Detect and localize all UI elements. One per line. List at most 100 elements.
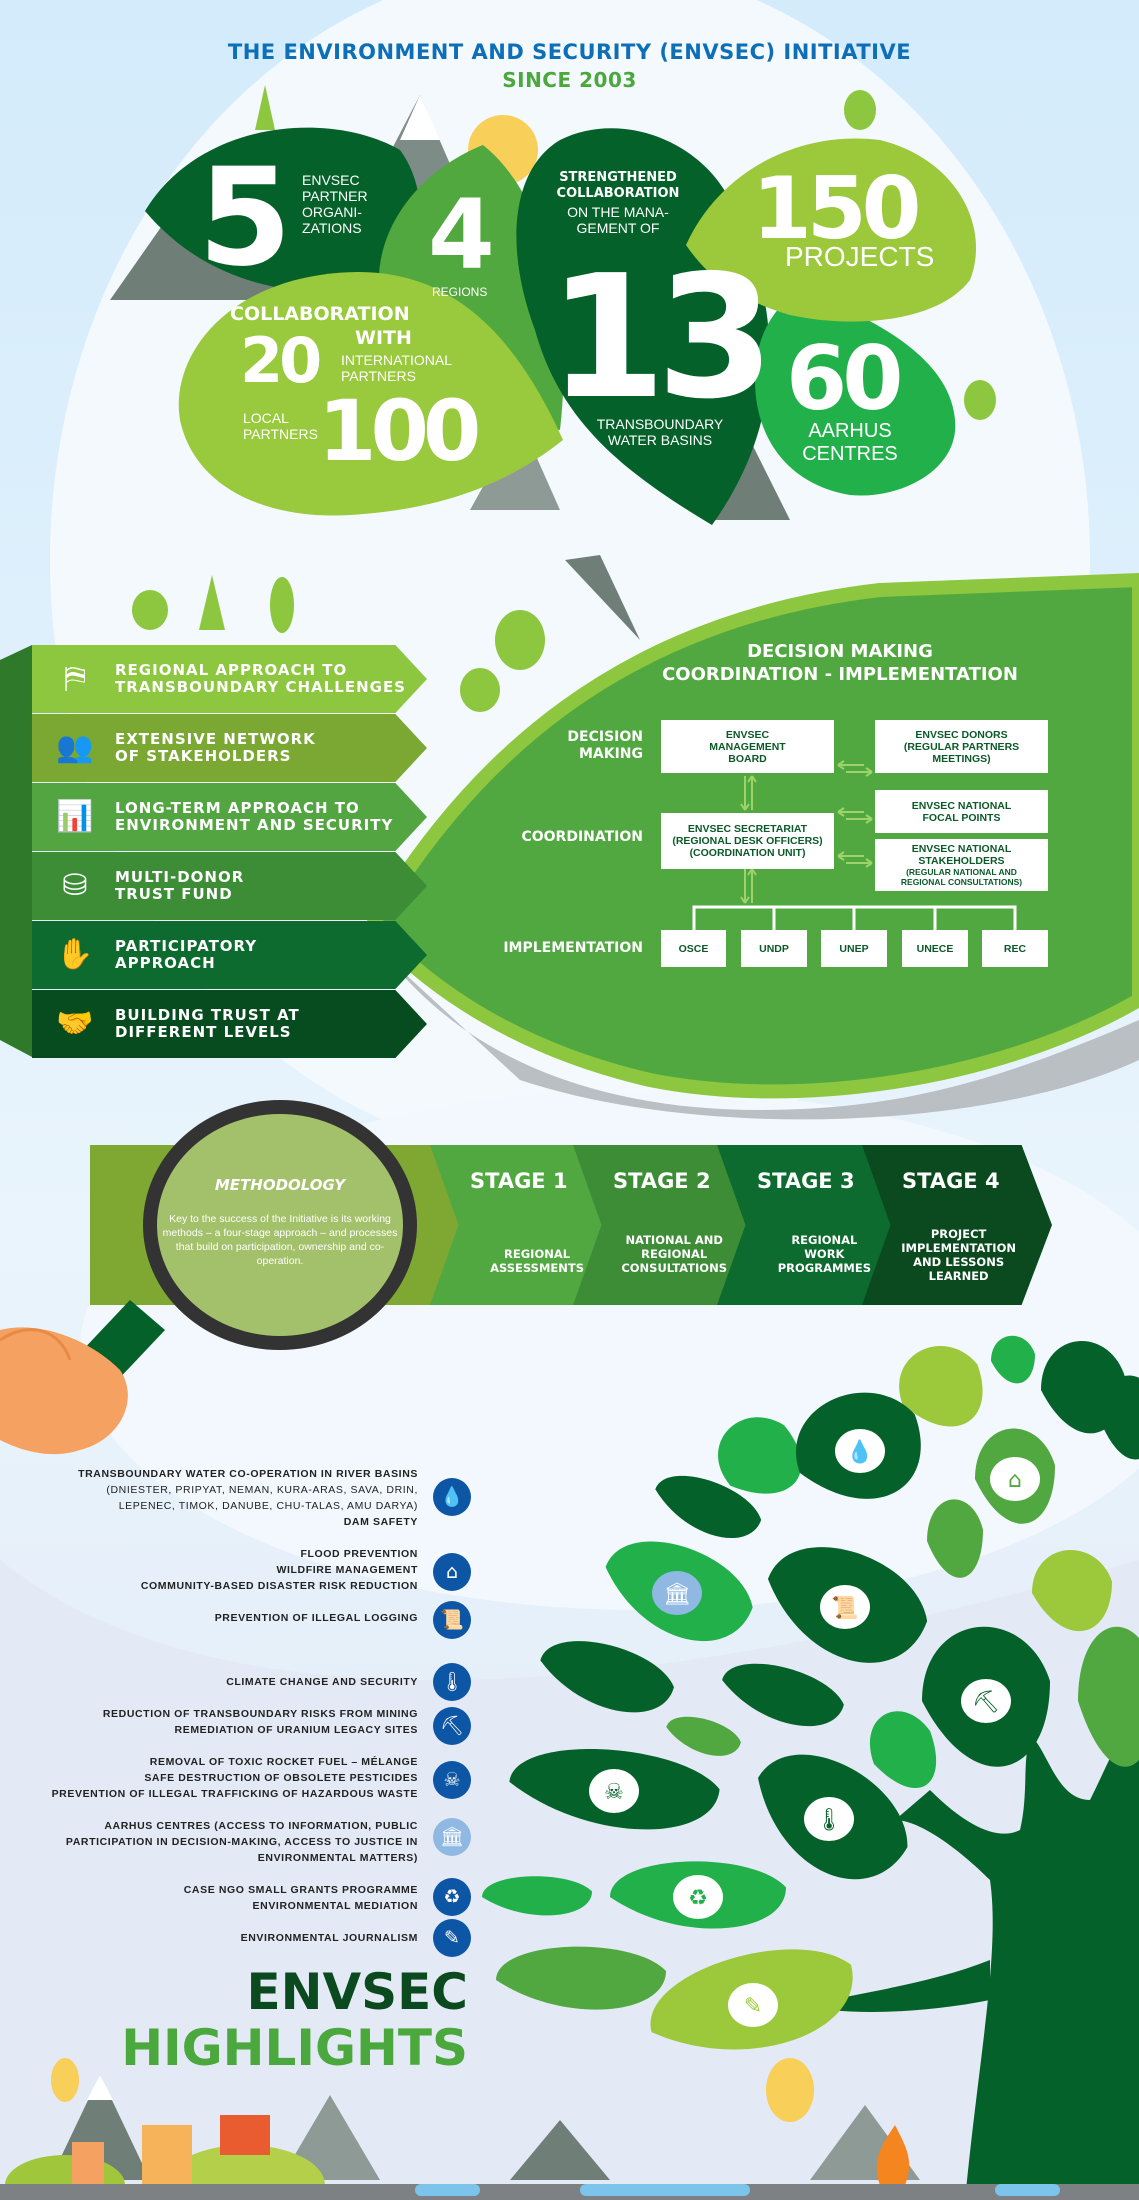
stat-local-value: 100 — [318, 382, 481, 480]
aarhus-building-icon: 🏛 — [663, 1582, 691, 1607]
toxic-barrel-icon: ☠ — [433, 1761, 471, 1799]
highlight-line: TRANSBOUNDARY WATER CO-OPERATION IN RIVE… — [78, 1468, 418, 1480]
stat-international-value: 20 — [240, 324, 322, 397]
highlight-line: DAM SAFETY — [343, 1516, 418, 1528]
principle-label: EXTENSIVE NETWORK OF STAKEHOLDERS — [115, 730, 316, 765]
barrier-icon: ⛿ — [64, 661, 86, 696]
stage-title: STAGE 4 — [902, 1169, 1000, 1193]
water-drops-icon-badge — [835, 1429, 885, 1473]
box-management-board: ENVSEC MANAGEMENT BOARD — [661, 720, 834, 773]
highlight-line: (DNIESTER, PRIPYAT, NEMAN, KURA-ARAS, SA… — [106, 1484, 418, 1496]
eco-certificate-icon-badge — [820, 1585, 870, 1629]
house-storm-icon: ⌂ — [1008, 1468, 1022, 1493]
tree-trunk — [895, 1720, 1139, 2190]
eco-certificate-icon: 📜 — [831, 1595, 858, 1621]
stat-collab-with: WITH — [355, 327, 412, 349]
page-subtitle: SINCE 2003 — [502, 68, 637, 92]
highlight-line: REMEDIATION OF URANIUM LEGACY SITES — [174, 1724, 418, 1736]
stage-1: STAGE 1 REGIONAL ASSESSMENTS — [430, 1145, 620, 1305]
highlight-item: CLIMATE CHANGE AND SECURITY — [226, 1674, 418, 1690]
people-icon: 👥 — [56, 730, 94, 765]
stat-basins-intro-bold: STRENGTHENED COLLABORATION — [556, 170, 680, 201]
highlight-item: ENVIRONMENTAL JOURNALISM — [241, 1930, 418, 1946]
box-undp: UNDP — [741, 930, 807, 967]
raised-hands-icon: ✋ — [56, 937, 94, 972]
stat-partners-label: ENVSEC PARTNER ORGANI- ZATIONS — [302, 172, 368, 236]
governance-connectors — [740, 760, 873, 904]
highlights-heading-line1: ENVSEC — [246, 1963, 468, 2021]
principles-side — [0, 645, 32, 1057]
highlight-line: CASE NGO SMALL GRANTS PROGRAMME — [183, 1884, 418, 1896]
row-label-implementation: IMPLEMENTATION — [503, 940, 643, 956]
leaf-projects — [686, 138, 976, 322]
highlight-item: PREVENTION OF ILLEGAL LOGGING — [215, 1610, 418, 1626]
principle-trust-fund: ⛁ MULTI-DONOR TRUST FUND — [32, 852, 427, 920]
aarhus-building-icon-badge — [652, 1571, 702, 1615]
stage-description: NATIONAL AND REGIONAL CONSULTATIONS — [621, 1233, 727, 1275]
stat-international-label: INTERNATIONAL PARTNERS — [341, 352, 452, 384]
stat-regions-label: REGIONS — [432, 285, 488, 299]
stat-partners-value: 5 — [198, 139, 292, 296]
leaf-collaboration — [178, 272, 564, 516]
mine-cart-icon: ⛏ — [433, 1707, 471, 1745]
highlight-line: COMMUNITY-BASED DISASTER RISK REDUCTION — [140, 1580, 418, 1592]
row-label-decision: DECISION MAKING — [567, 729, 643, 762]
row-label-coordination: COORDINATION — [521, 829, 643, 845]
stakeholders-subtitle: (REGULAR NATIONAL AND REGIONAL CONSULTAT… — [900, 867, 1023, 887]
principle-stakeholder-network: 👥 EXTENSIVE NETWORK OF STAKEHOLDERS — [32, 714, 427, 782]
highlight-line: ENVIRONMENTAL JOURNALISM — [240, 1932, 418, 1944]
stakeholders-title: ENVSEC NATIONAL STAKEHOLDERS — [911, 843, 1012, 867]
stat-basins-label: TRANSBOUNDARY WATER BASINS — [596, 416, 724, 448]
highlights-heading-line2: HIGHLIGHTS — [121, 2019, 468, 2077]
box-secretariat: ENVSEC SECRETARIAT (REGIONAL DESK OFFICE… — [661, 813, 834, 869]
tree-leaf — [1078, 1626, 1139, 1767]
principle-regional-approach: ⛿ REGIONAL APPROACH TO TRANSBOUNDARY CHA… — [32, 645, 427, 713]
stage-description: PROJECT IMPLEMENTATION AND LESSONS LEARN… — [901, 1227, 1016, 1283]
recycle-globe-icon: ♻ — [433, 1878, 471, 1916]
page-title: THE ENVIRONMENT AND SECURITY (ENVSEC) IN… — [227, 40, 912, 64]
globe-thermometer-icon-badge — [804, 1797, 854, 1841]
tree-leaf — [666, 1716, 741, 1756]
tree-leaf — [718, 1417, 802, 1494]
box-unep: UNEP — [821, 930, 887, 967]
house-storm-icon: ⌂ — [433, 1553, 471, 1591]
highlight-line: PARTICIPATION IN DECISION-MAKING, ACCESS… — [65, 1836, 418, 1848]
stage-title: STAGE 2 — [613, 1169, 711, 1193]
stat-projects-label: PROJECTS — [785, 241, 935, 272]
governance-title-line2: COORDINATION - IMPLEMENTATION — [662, 664, 1018, 685]
coins-icon: ⛁ — [62, 868, 88, 903]
principle-label: PARTICIPATORY APPROACH — [115, 937, 258, 972]
tree-leaf — [540, 1641, 674, 1713]
tree-leaf — [1100, 1375, 1139, 1460]
principle-building-trust: 🤝 BUILDING TRUST AT DIFFERENT LEVELS — [32, 990, 427, 1058]
eco-certificate-icon: 📜 — [433, 1601, 471, 1639]
stage-title: STAGE 3 — [757, 1169, 855, 1193]
stat-aarhus-label: AARHUS CENTRES — [802, 420, 898, 465]
stage-title: STAGE 1 — [470, 1169, 568, 1193]
house-storm-icon-badge — [990, 1457, 1040, 1501]
principle-long-term: 📊 LONG-TERM APPROACH TO ENVIRONMENT AND … — [32, 783, 427, 851]
recycle-globe-icon-badge — [673, 1875, 723, 1919]
toxic-barrel-icon: ☠ — [604, 1780, 624, 1805]
leaf-regions — [378, 145, 564, 430]
highlight-item: TRANSBOUNDARY WATER CO-OPERATION IN RIVE… — [78, 1466, 418, 1530]
highlight-line: REDUCTION OF TRANSBOUNDARY RISKS FROM MI… — [102, 1708, 418, 1720]
box-osce: OSCE — [661, 930, 726, 967]
toxic-barrel-icon-badge — [589, 1769, 639, 1813]
box-donors: ENVSEC DONORS (REGULAR PARTNERS MEETINGS… — [875, 720, 1048, 773]
highlight-line: ENVIRONMENTAL MATTERS) — [257, 1852, 418, 1864]
box-stakeholders: ENVSEC NATIONAL STAKEHOLDERS (REGULAR NA… — [875, 839, 1048, 891]
small-trees — [132, 85, 996, 712]
principle-label: REGIONAL APPROACH TO TRANSBOUNDARY CHALL… — [115, 661, 406, 696]
tree-leaf — [655, 1475, 762, 1538]
methodology-title: METHODOLOGY — [214, 1176, 346, 1194]
box-rec: REC — [982, 930, 1048, 967]
highlight-line: PREVENTION OF ILLEGAL LOGGING — [214, 1612, 418, 1624]
stat-projects-value: 150 — [752, 159, 922, 259]
bar-chart-icon: 📊 — [56, 799, 94, 834]
tree-leaf — [722, 1663, 844, 1726]
governance-title: DECISION MAKING COORDINATION - IMPLEMENT… — [600, 640, 1080, 686]
highlight-line: WILDFIRE MANAGEMENT — [276, 1564, 418, 1576]
mine-cart-icon: ⛏ — [972, 1690, 1000, 1715]
